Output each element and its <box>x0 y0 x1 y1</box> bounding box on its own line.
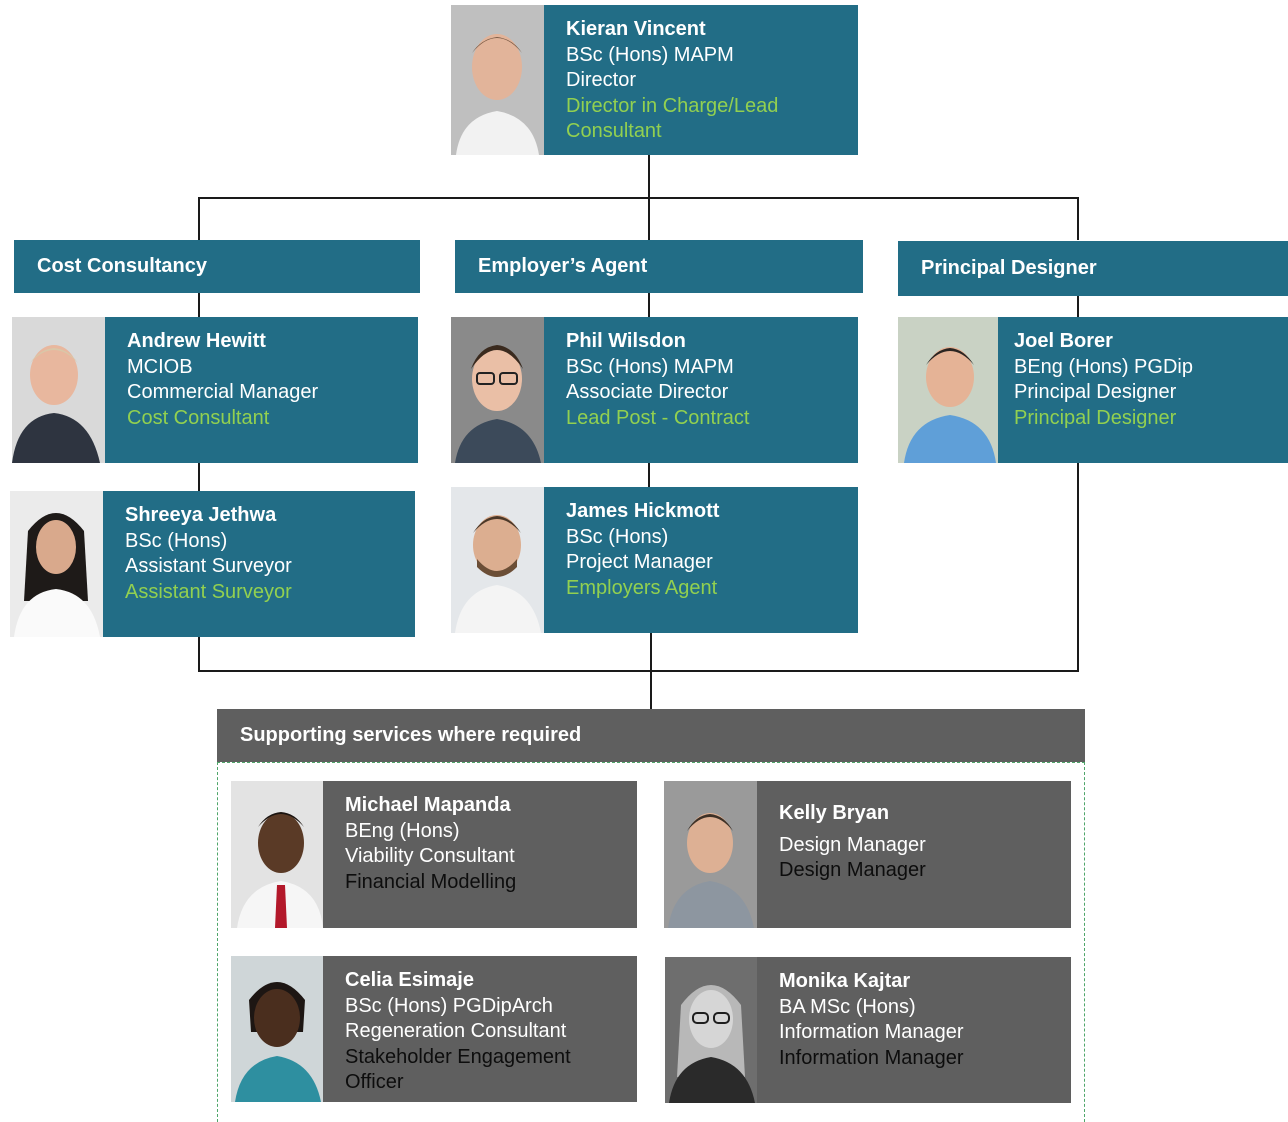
section-header-cost-consultancy: Cost Consultancy <box>14 240 420 293</box>
person-role: Lead Post - Contract <box>566 406 750 429</box>
person-name: Shreeya Jethwa <box>125 504 277 526</box>
person-photo-icon <box>451 5 544 155</box>
person-credential: BSc (Hons) MAPM <box>566 355 734 378</box>
person-info: Phil Wilsdon BSc (Hons) MAPM Associate D… <box>544 317 858 463</box>
person-card: Joel Borer BEng (Hons) PGDip Principal D… <box>898 317 1288 463</box>
person-role: Principal Designer <box>1014 406 1177 429</box>
person-info: Andrew Hewitt MCIOB Commercial Manager C… <box>105 317 418 463</box>
person-photo-icon <box>451 317 544 463</box>
person-title: Information Manager <box>779 1021 964 1043</box>
person-credential: BSc (Hons) PGDipArch <box>345 994 553 1017</box>
person-name: Andrew Hewitt <box>127 330 266 352</box>
person-name: Michael Mapanda <box>345 794 511 816</box>
person-photo-icon <box>10 491 103 637</box>
person-role: Design Manager <box>779 859 926 881</box>
person-credential: BSc (Hons) <box>566 525 669 548</box>
person-info: Kelly Bryan Design Manager Design Manage… <box>757 781 1071 928</box>
person-card: Andrew Hewitt MCIOB Commercial Manager C… <box>12 317 418 463</box>
connector-middle-card-card <box>648 463 650 487</box>
person-name: Kelly Bryan <box>779 802 890 824</box>
person-name: James Hickmott <box>566 500 720 522</box>
person-credential: BSc (Hons) MAPM <box>566 43 734 66</box>
person-photo-icon <box>898 317 998 463</box>
person-info: James Hickmott BSc (Hons) Project Manage… <box>544 487 858 633</box>
person-info: Joel Borer BEng (Hons) PGDip Principal D… <box>998 317 1288 463</box>
person-title: Principal Designer <box>1014 381 1177 403</box>
person-info: Celia Esimaje BSc (Hons) PGDipArch Regen… <box>323 956 637 1102</box>
person-card: James Hickmott BSc (Hons) Project Manage… <box>451 487 858 633</box>
person-credential: MCIOB <box>127 355 193 378</box>
person-card: Shreeya Jethwa BSc (Hons) Assistant Surv… <box>10 491 415 637</box>
person-card: Michael Mapanda BEng (Hons) Viability Co… <box>231 781 637 928</box>
person-photo <box>10 491 103 637</box>
person-title: Viability Consultant <box>345 845 515 867</box>
person-name: Kieran Vincent <box>566 18 706 40</box>
person-role: Employers Agent <box>566 576 718 599</box>
connector-left-bottom <box>198 637 200 672</box>
connector-middle-drop <box>648 197 650 240</box>
person-credential: BEng (Hons) <box>345 819 460 842</box>
person-photo <box>451 487 544 633</box>
person-title: Director <box>566 69 637 91</box>
person-credential: BEng (Hons) PGDip <box>1014 355 1193 378</box>
person-role: Cost Consultant <box>127 406 270 429</box>
person-name: Phil Wilsdon <box>566 330 686 352</box>
person-info: Shreeya Jethwa BSc (Hons) Assistant Surv… <box>103 491 415 637</box>
person-photo <box>665 957 757 1103</box>
person-photo-icon <box>12 317 105 463</box>
person-photo-icon <box>665 957 757 1103</box>
person-name: Joel Borer <box>1014 330 1113 352</box>
person-photo-icon <box>664 781 757 928</box>
connector-left-card-card <box>198 463 200 491</box>
person-role: Assistant Surveyor <box>125 580 292 603</box>
connector-bottom-horizontal <box>198 670 1079 672</box>
person-photo <box>898 317 998 463</box>
person-photo <box>231 781 323 928</box>
person-credential: BA MSc (Hons) <box>779 995 916 1018</box>
connector-top-horizontal <box>198 197 1079 199</box>
person-photo-icon <box>451 487 544 633</box>
person-photo <box>664 781 757 928</box>
person-title: Regeneration Consultant <box>345 1020 567 1042</box>
person-card: Monika Kajtar BA MSc (Hons) Information … <box>665 957 1071 1103</box>
person-role: Information Manager <box>779 1046 964 1069</box>
person-title: Design Manager <box>779 833 926 856</box>
connector-right-drop <box>1077 197 1079 240</box>
person-card: Celia Esimaje BSc (Hons) PGDipArch Regen… <box>231 956 637 1102</box>
connector-middle-header-card <box>648 293 650 317</box>
person-title: Commercial Manager <box>127 381 319 403</box>
person-card: Kelly Bryan Design Manager Design Manage… <box>664 781 1071 928</box>
person-photo <box>12 317 105 463</box>
section-header-employers-agent: Employer’s Agent <box>455 240 863 293</box>
connector-right-vertical <box>1077 296 1079 672</box>
person-title: Assistant Surveyor <box>125 555 292 577</box>
connector-top-vertical <box>648 155 650 198</box>
person-role: Stakeholder Engagement Officer <box>345 1045 571 1094</box>
person-name: Monika Kajtar <box>779 970 911 992</box>
person-photo <box>451 317 544 463</box>
person-photo <box>451 5 544 155</box>
supporting-services-header: Supporting services where required <box>217 709 1085 762</box>
person-card-top: Kieran Vincent BSc (Hons) MAPM Director … <box>451 5 858 155</box>
section-header-principal-designer: Principal Designer <box>898 241 1288 296</box>
person-name: Celia Esimaje <box>345 969 474 991</box>
person-photo-icon <box>231 956 323 1102</box>
connector-left-header-card <box>198 293 200 317</box>
person-role: Director in Charge/Lead Consultant <box>566 94 779 143</box>
person-card: Phil Wilsdon BSc (Hons) MAPM Associate D… <box>451 317 858 463</box>
person-photo-icon <box>231 781 323 928</box>
person-info: Kieran Vincent BSc (Hons) MAPM Director … <box>544 5 858 155</box>
connector-left-drop <box>198 197 200 240</box>
supporting-services-frame <box>217 762 1085 1122</box>
person-info: Monika Kajtar BA MSc (Hons) Information … <box>757 957 1071 1103</box>
person-photo <box>231 956 323 1102</box>
person-title: Associate Director <box>566 381 729 403</box>
person-role: Financial Modelling <box>345 870 517 893</box>
person-info: Michael Mapanda BEng (Hons) Viability Co… <box>323 781 637 928</box>
person-credential: BSc (Hons) <box>125 529 228 552</box>
person-title: Project Manager <box>566 551 713 573</box>
